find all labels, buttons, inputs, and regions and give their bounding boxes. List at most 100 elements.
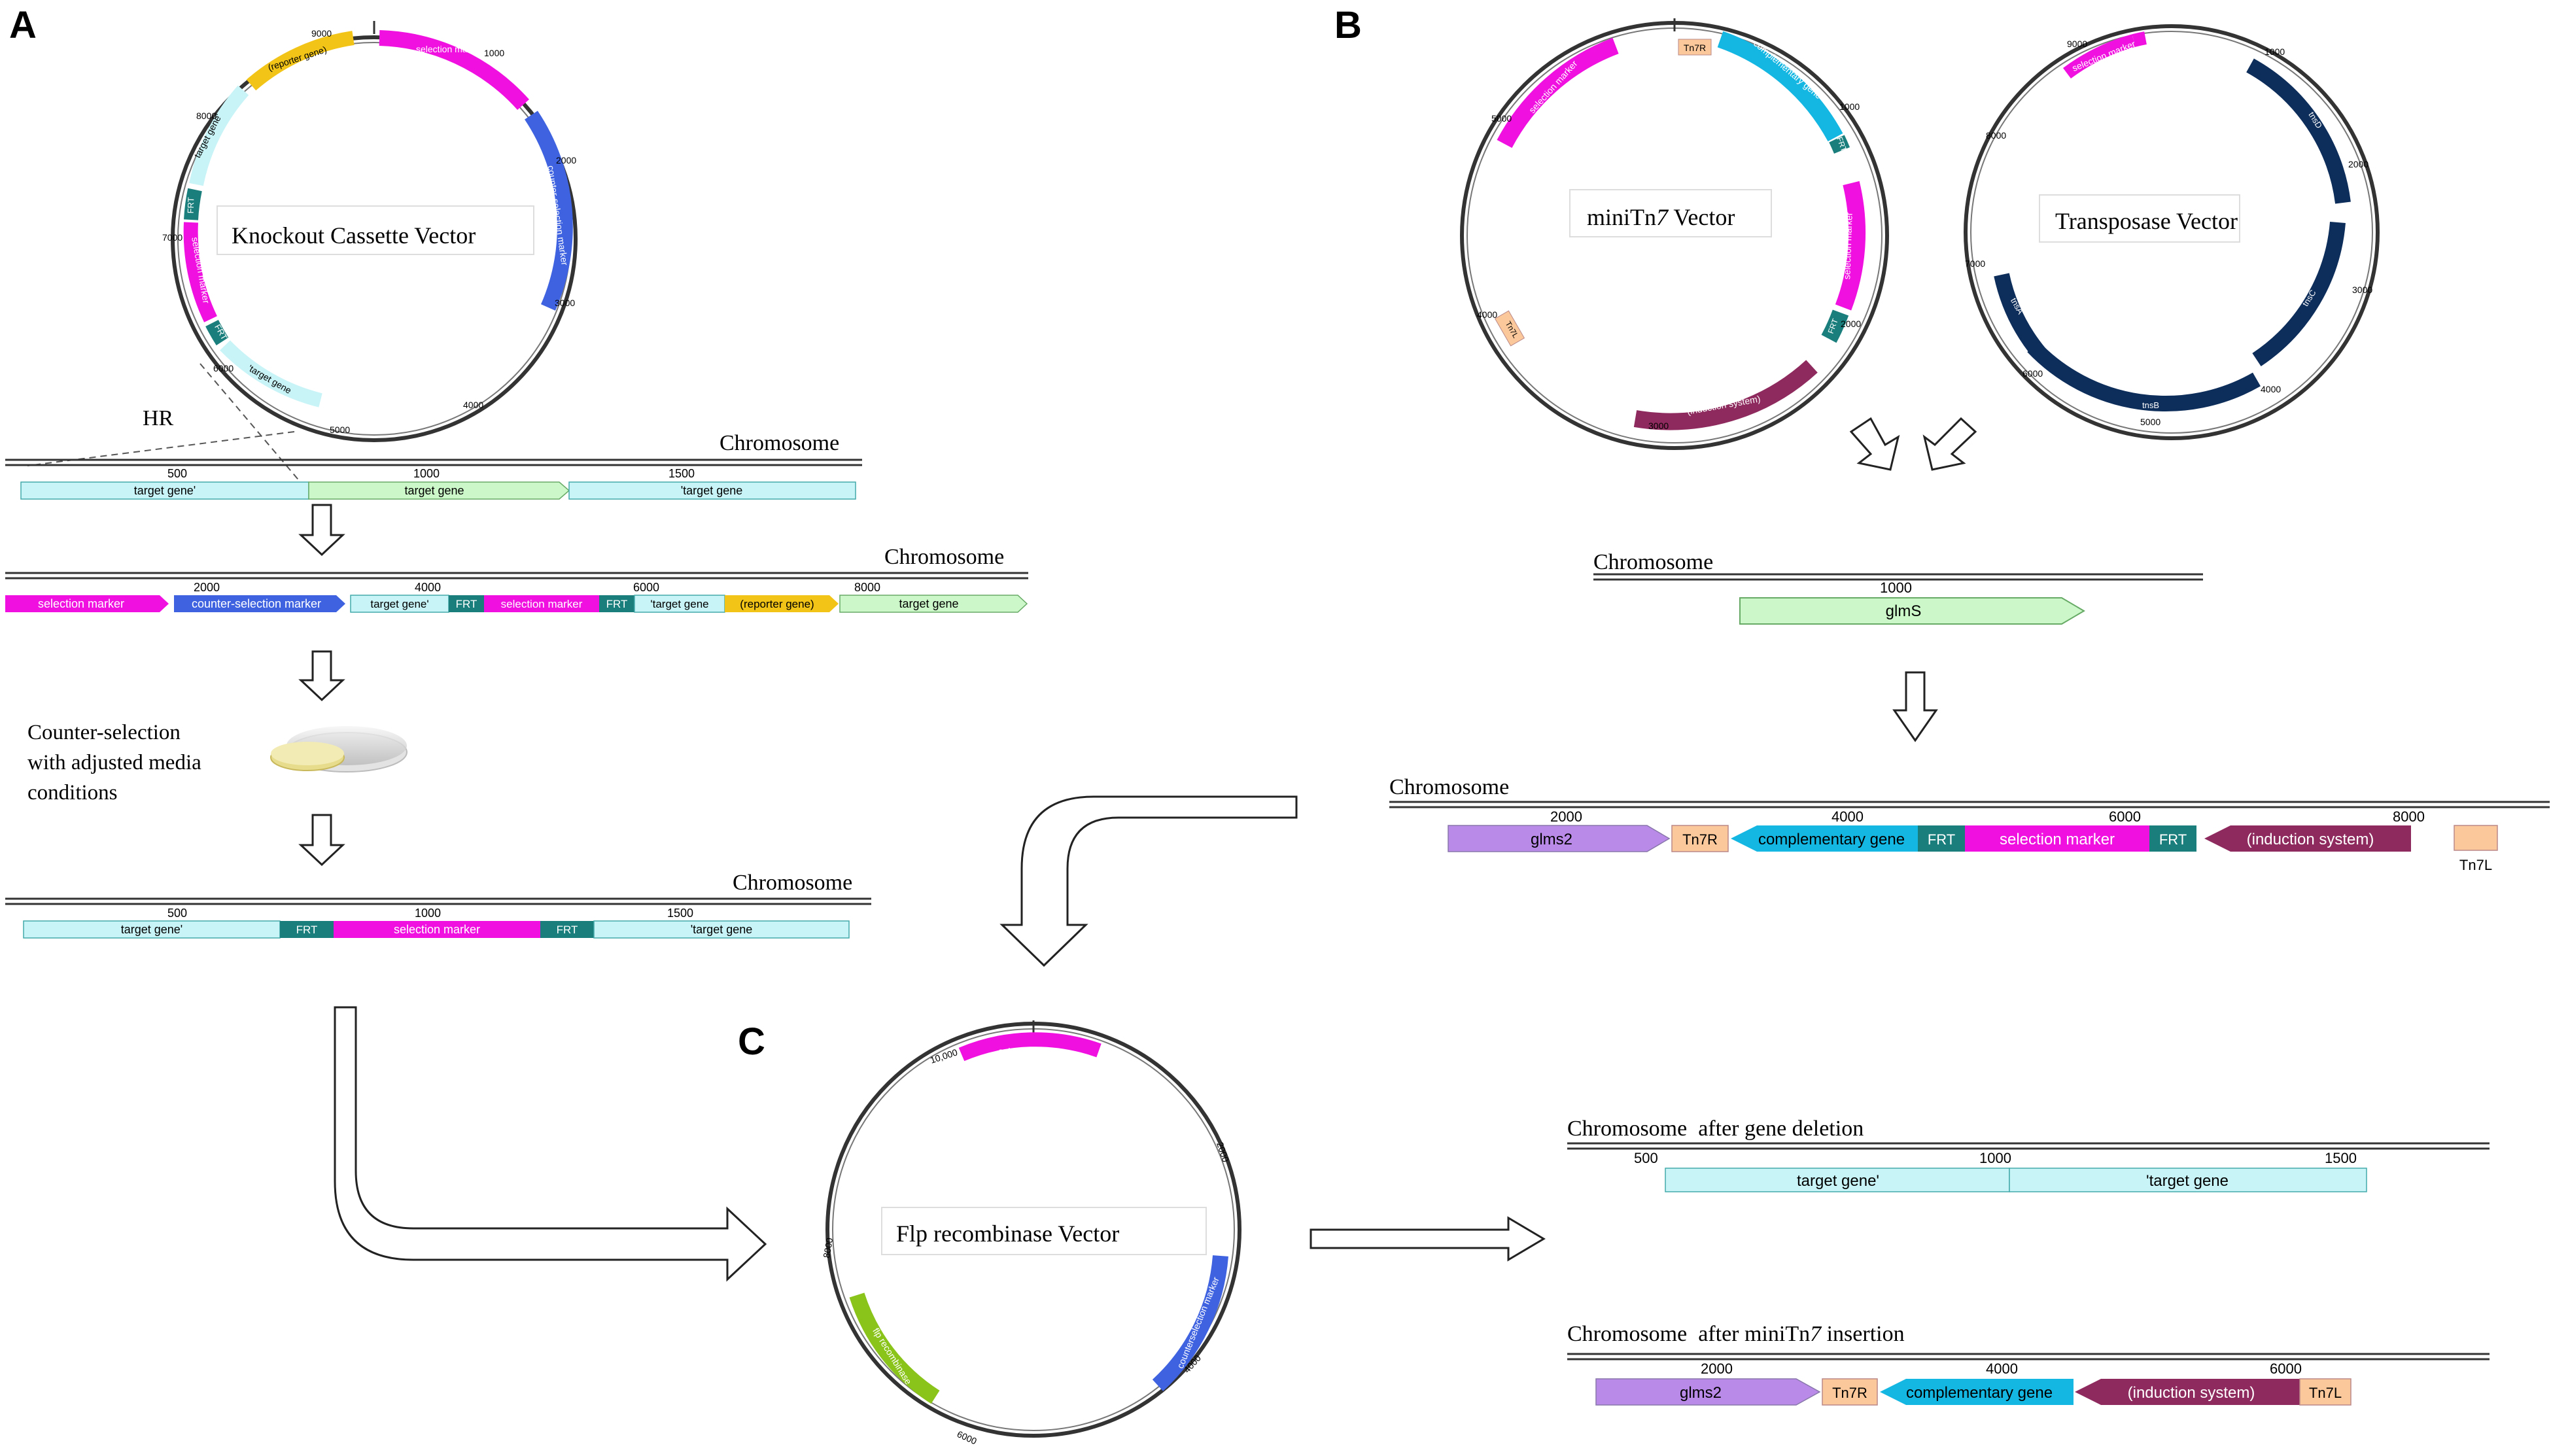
- track-c2-seg-induction: [2075, 1379, 2300, 1405]
- track-c1-label-1: 'target gene: [2146, 1172, 2229, 1190]
- track-b2-tick-4000: 4000: [1831, 808, 1864, 825]
- track-a2-label-1: counter-selection marker: [192, 597, 321, 610]
- track-c2-label-1: Tn7R: [1832, 1385, 1867, 1401]
- transposase-tick-3000: 3000: [2352, 285, 2372, 295]
- track-b1-tick-1000: 1000: [1880, 580, 1912, 596]
- track-a1-tick-1500: 1500: [668, 467, 695, 480]
- knockout-target-gene-prime-arc: [189, 85, 249, 186]
- track-c1-tick-1000: 1000: [1979, 1150, 2011, 1166]
- minitn7-tick-5000: 5000: [1491, 113, 1512, 124]
- track-c2-seg-tn7r: [1822, 1378, 1878, 1406]
- down-arrow-b: [1892, 671, 1938, 742]
- track-a2-label-6: 'target gene: [650, 598, 708, 610]
- track-a2-tick-6000: 6000: [633, 581, 659, 594]
- converge-arrow-right: [1922, 417, 1977, 471]
- converge-arrow-left: [1849, 417, 1900, 471]
- track-a3-label-4: 'target gene: [691, 923, 753, 936]
- track-a2-seg-reporter: [725, 595, 839, 612]
- minitn7-induction-arc: [1633, 360, 1818, 430]
- minitn7-label-selection-marker: selection marker: [1841, 212, 1854, 280]
- flp-tick-2000: 2000: [1215, 1141, 1231, 1164]
- track-b2-tick-8000: 8000: [2393, 808, 2425, 825]
- flp-tick-8000: 8000: [821, 1237, 835, 1259]
- track-a3-tick-1500: 1500: [667, 907, 693, 920]
- transposase-tick-2000: 2000: [2348, 159, 2369, 169]
- counter-selection-line-1: Counter-selection: [27, 721, 181, 744]
- track-a2-tick-8000: 8000: [854, 581, 880, 594]
- transposase-vector-backbone: [1964, 24, 2380, 440]
- track-c2-seg-tn7l: [2299, 1378, 2351, 1406]
- down-arrow-2: [298, 650, 345, 702]
- track-a3-label-2: selection marker: [394, 923, 480, 936]
- knockout-tick-9000: 9000: [311, 28, 332, 39]
- track-b2-seg-frt: [1918, 825, 1965, 852]
- track-b2-label-0: glms2: [1531, 831, 1572, 848]
- transposase-tick-9000: 9000: [2067, 39, 2087, 49]
- transposase-tick-5000: 5000: [2140, 417, 2161, 427]
- track-c2-seg-glms2: [1595, 1378, 1821, 1406]
- track-c1-title: Chromosome after gene deletion: [1567, 1117, 1864, 1141]
- track-a2-chromosome-label: Chromosome: [884, 545, 1004, 569]
- track-b2-tick-2000: 2000: [1550, 808, 1582, 825]
- knockout-label-target-gene: 'target gene: [247, 362, 294, 396]
- track-a3-tick-1000: 1000: [415, 907, 441, 920]
- knockout-target-gene-arc: [220, 340, 322, 407]
- track-c1-tick-1500: 1500: [2325, 1150, 2357, 1166]
- track-c1-seg-target-gene-end: [2009, 1168, 2367, 1192]
- transposase-tnsc-arc: [2252, 221, 2346, 366]
- counter-selection-line-3: conditions: [27, 781, 118, 805]
- track-c1-seg-target-gene-prime: [1665, 1168, 2010, 1192]
- flp-counterselection-arc: [1152, 1255, 1228, 1391]
- track-c2-label-3: (induction system): [2128, 1384, 2255, 1402]
- down-arrow-3: [298, 814, 345, 867]
- transposase-tnsb-arc: [2027, 341, 2261, 411]
- track-b2-label-7: Tn7L: [2459, 857, 2492, 873]
- track-b1-seg-glms: [1739, 597, 2085, 625]
- minitn7-label-tn7r: Tn7R: [1684, 43, 1706, 53]
- track-a3-seg-frt: [280, 921, 334, 938]
- knockout-tick-1000: 1000: [484, 48, 504, 58]
- track-c2-title-italic: 7: [1810, 1322, 1822, 1346]
- knockout-vector-map: Knockout Cassette Vector 9000 1000 2000 …: [162, 21, 578, 442]
- hr-label: HR: [143, 406, 174, 430]
- knockout-tick-3000: 3000: [555, 298, 575, 308]
- transposase-selection-marker-arc: [2132, 31, 2147, 47]
- track-a1-label-1: target gene: [404, 484, 464, 497]
- track-c2-label-2: complementary gene: [1906, 1384, 2053, 1402]
- transposase-tick-8000: 8000: [1986, 130, 2006, 141]
- minitn7-tn7r-box: [1678, 39, 1712, 56]
- track-a1-seg-target-gene-end: [568, 481, 856, 500]
- bent-arrow-a-to-c: [334, 1006, 767, 1282]
- track-b2-seg-induction: [2204, 825, 2411, 852]
- transposase-vector-map: Transposase Vector 9000 1000 2000 3000 4…: [1964, 24, 2380, 440]
- track-a2-seg-frt2: [599, 595, 634, 612]
- track-b2-label-1: Tn7R: [1682, 831, 1718, 848]
- minitn7-title: miniTn7 Vector: [1587, 204, 1735, 230]
- minitn7-tick-1000: 1000: [1839, 101, 1860, 112]
- track-a2-tick-2000: 2000: [194, 581, 220, 594]
- flp-title: Flp recombinase Vector: [896, 1221, 1119, 1247]
- knockout-tick-6000: 6000: [213, 363, 234, 373]
- flp-label-selection-marker: selection marker: [999, 1046, 1066, 1056]
- track-c2: Chromosome after miniTn7 insertion 2000 …: [1567, 1322, 2490, 1406]
- knockout-title: Knockout Cassette Vector: [232, 222, 476, 249]
- track-a3: Chromosome 500 1000 1500 target gene' FR…: [5, 871, 871, 939]
- knockout-counter-selection-arc: [525, 111, 573, 311]
- transposase-tick-1000: 1000: [2265, 46, 2285, 57]
- track-b2-seg-tn7r: [1671, 825, 1729, 852]
- panel-letter-a: A: [9, 4, 37, 46]
- flp-vector-map: Flp recombinase Vector 10,000 2000 4000 …: [821, 1020, 1241, 1446]
- track-a2: Chromosome 2000 4000 6000 8000 selection…: [5, 545, 1028, 613]
- track-b2-label-4: selection marker: [2000, 831, 2115, 848]
- track-c1-label-0: target gene': [1797, 1172, 1879, 1190]
- track-c2-tick-4000: 4000: [1986, 1361, 2018, 1377]
- track-c2-tick-2000: 2000: [1701, 1361, 1733, 1377]
- track-a2-label-5: FRT: [606, 598, 628, 610]
- transposase-tnsd-arc: [2246, 58, 2351, 204]
- track-a2-seg-target-gene: [839, 595, 1028, 613]
- track-b2: Chromosome 2000 4000 6000 8000 glms2 Tn7…: [1389, 775, 2550, 873]
- track-a2-seg-counter-selection: [174, 595, 345, 612]
- track-a3-tick-500: 500: [167, 907, 187, 920]
- knockout-tick-5000: 5000: [330, 425, 350, 435]
- minitn7-tick-4000: 4000: [1477, 309, 1497, 320]
